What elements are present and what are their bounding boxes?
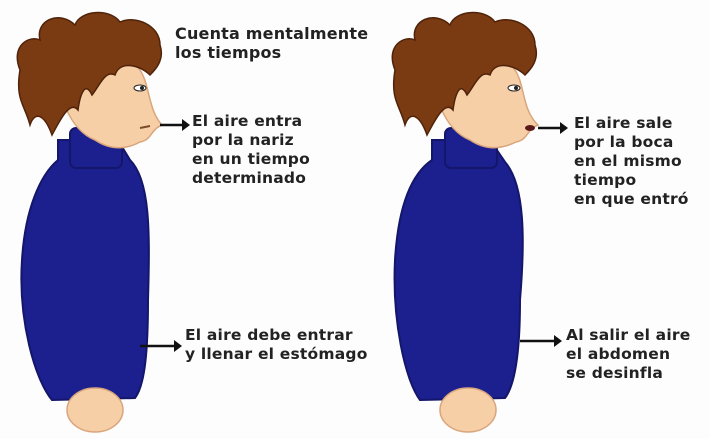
count-tip-label: Cuenta mentalmente los tiempos [175,24,369,62]
exhale-mouth-label: El aire sale por la boca en el mismo tie… [574,114,689,208]
mouth-open-right [525,125,535,131]
exhale-abdomen-label: Al salir el aire el abdomen se desinfla [566,326,691,382]
inhale-stomach-label: El aire debe entrar y llenar el estómago [185,326,368,363]
figure-inhale [16,11,164,433]
hand-right [439,387,497,433]
arrow-abdomen [520,335,562,347]
inhale-nose-label: El aire entra por la nariz en un tiempo … [192,112,310,187]
hair-left [16,11,162,137]
figure-exhale [391,11,540,433]
sweater-left [20,139,150,402]
hand-left [66,387,124,433]
arrow-mouth [538,122,568,134]
arrow-nose [160,119,190,131]
sweater-right [393,139,524,402]
hair-right [391,11,537,137]
arrow-stomach [140,340,182,352]
